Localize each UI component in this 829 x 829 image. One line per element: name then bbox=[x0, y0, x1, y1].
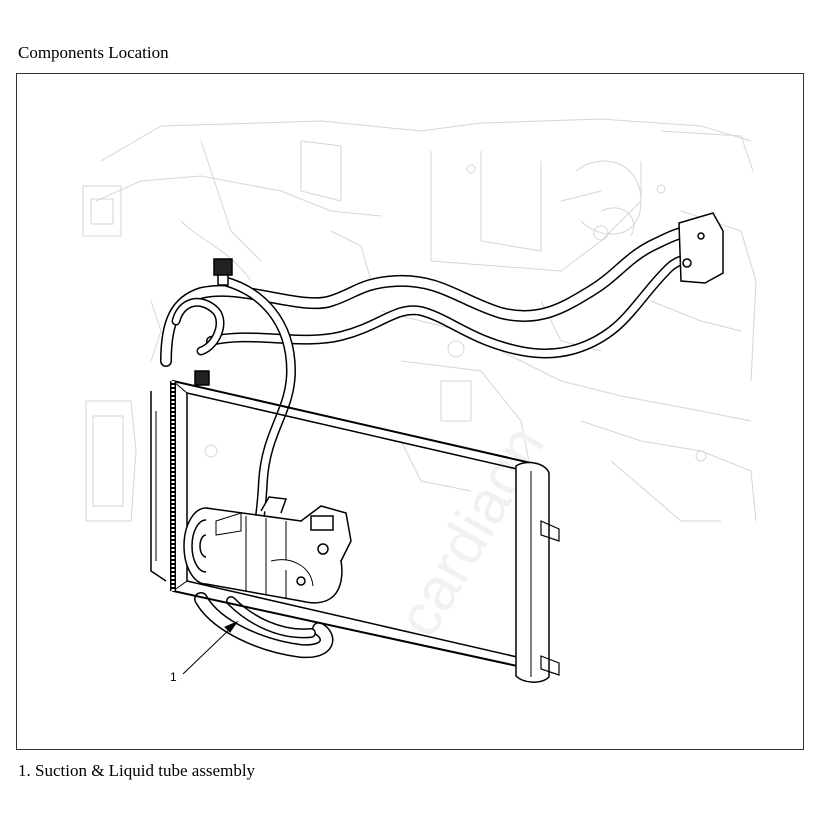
callout-leader-1 bbox=[182, 620, 239, 675]
components-figure: cardiagn bbox=[16, 73, 804, 750]
figure-caption: 1. Suction & Liquid tube assembly bbox=[18, 761, 256, 780]
page-heading: Components Location bbox=[18, 43, 169, 62]
engine-bay-background bbox=[82, 118, 757, 522]
compressor bbox=[183, 496, 352, 604]
callout-label-1: 1 bbox=[170, 670, 177, 684]
condenser bbox=[150, 379, 560, 683]
ac-components-illustration: cardiagn bbox=[82, 118, 757, 683]
service-port bbox=[194, 258, 233, 386]
block-fitting bbox=[678, 212, 724, 284]
